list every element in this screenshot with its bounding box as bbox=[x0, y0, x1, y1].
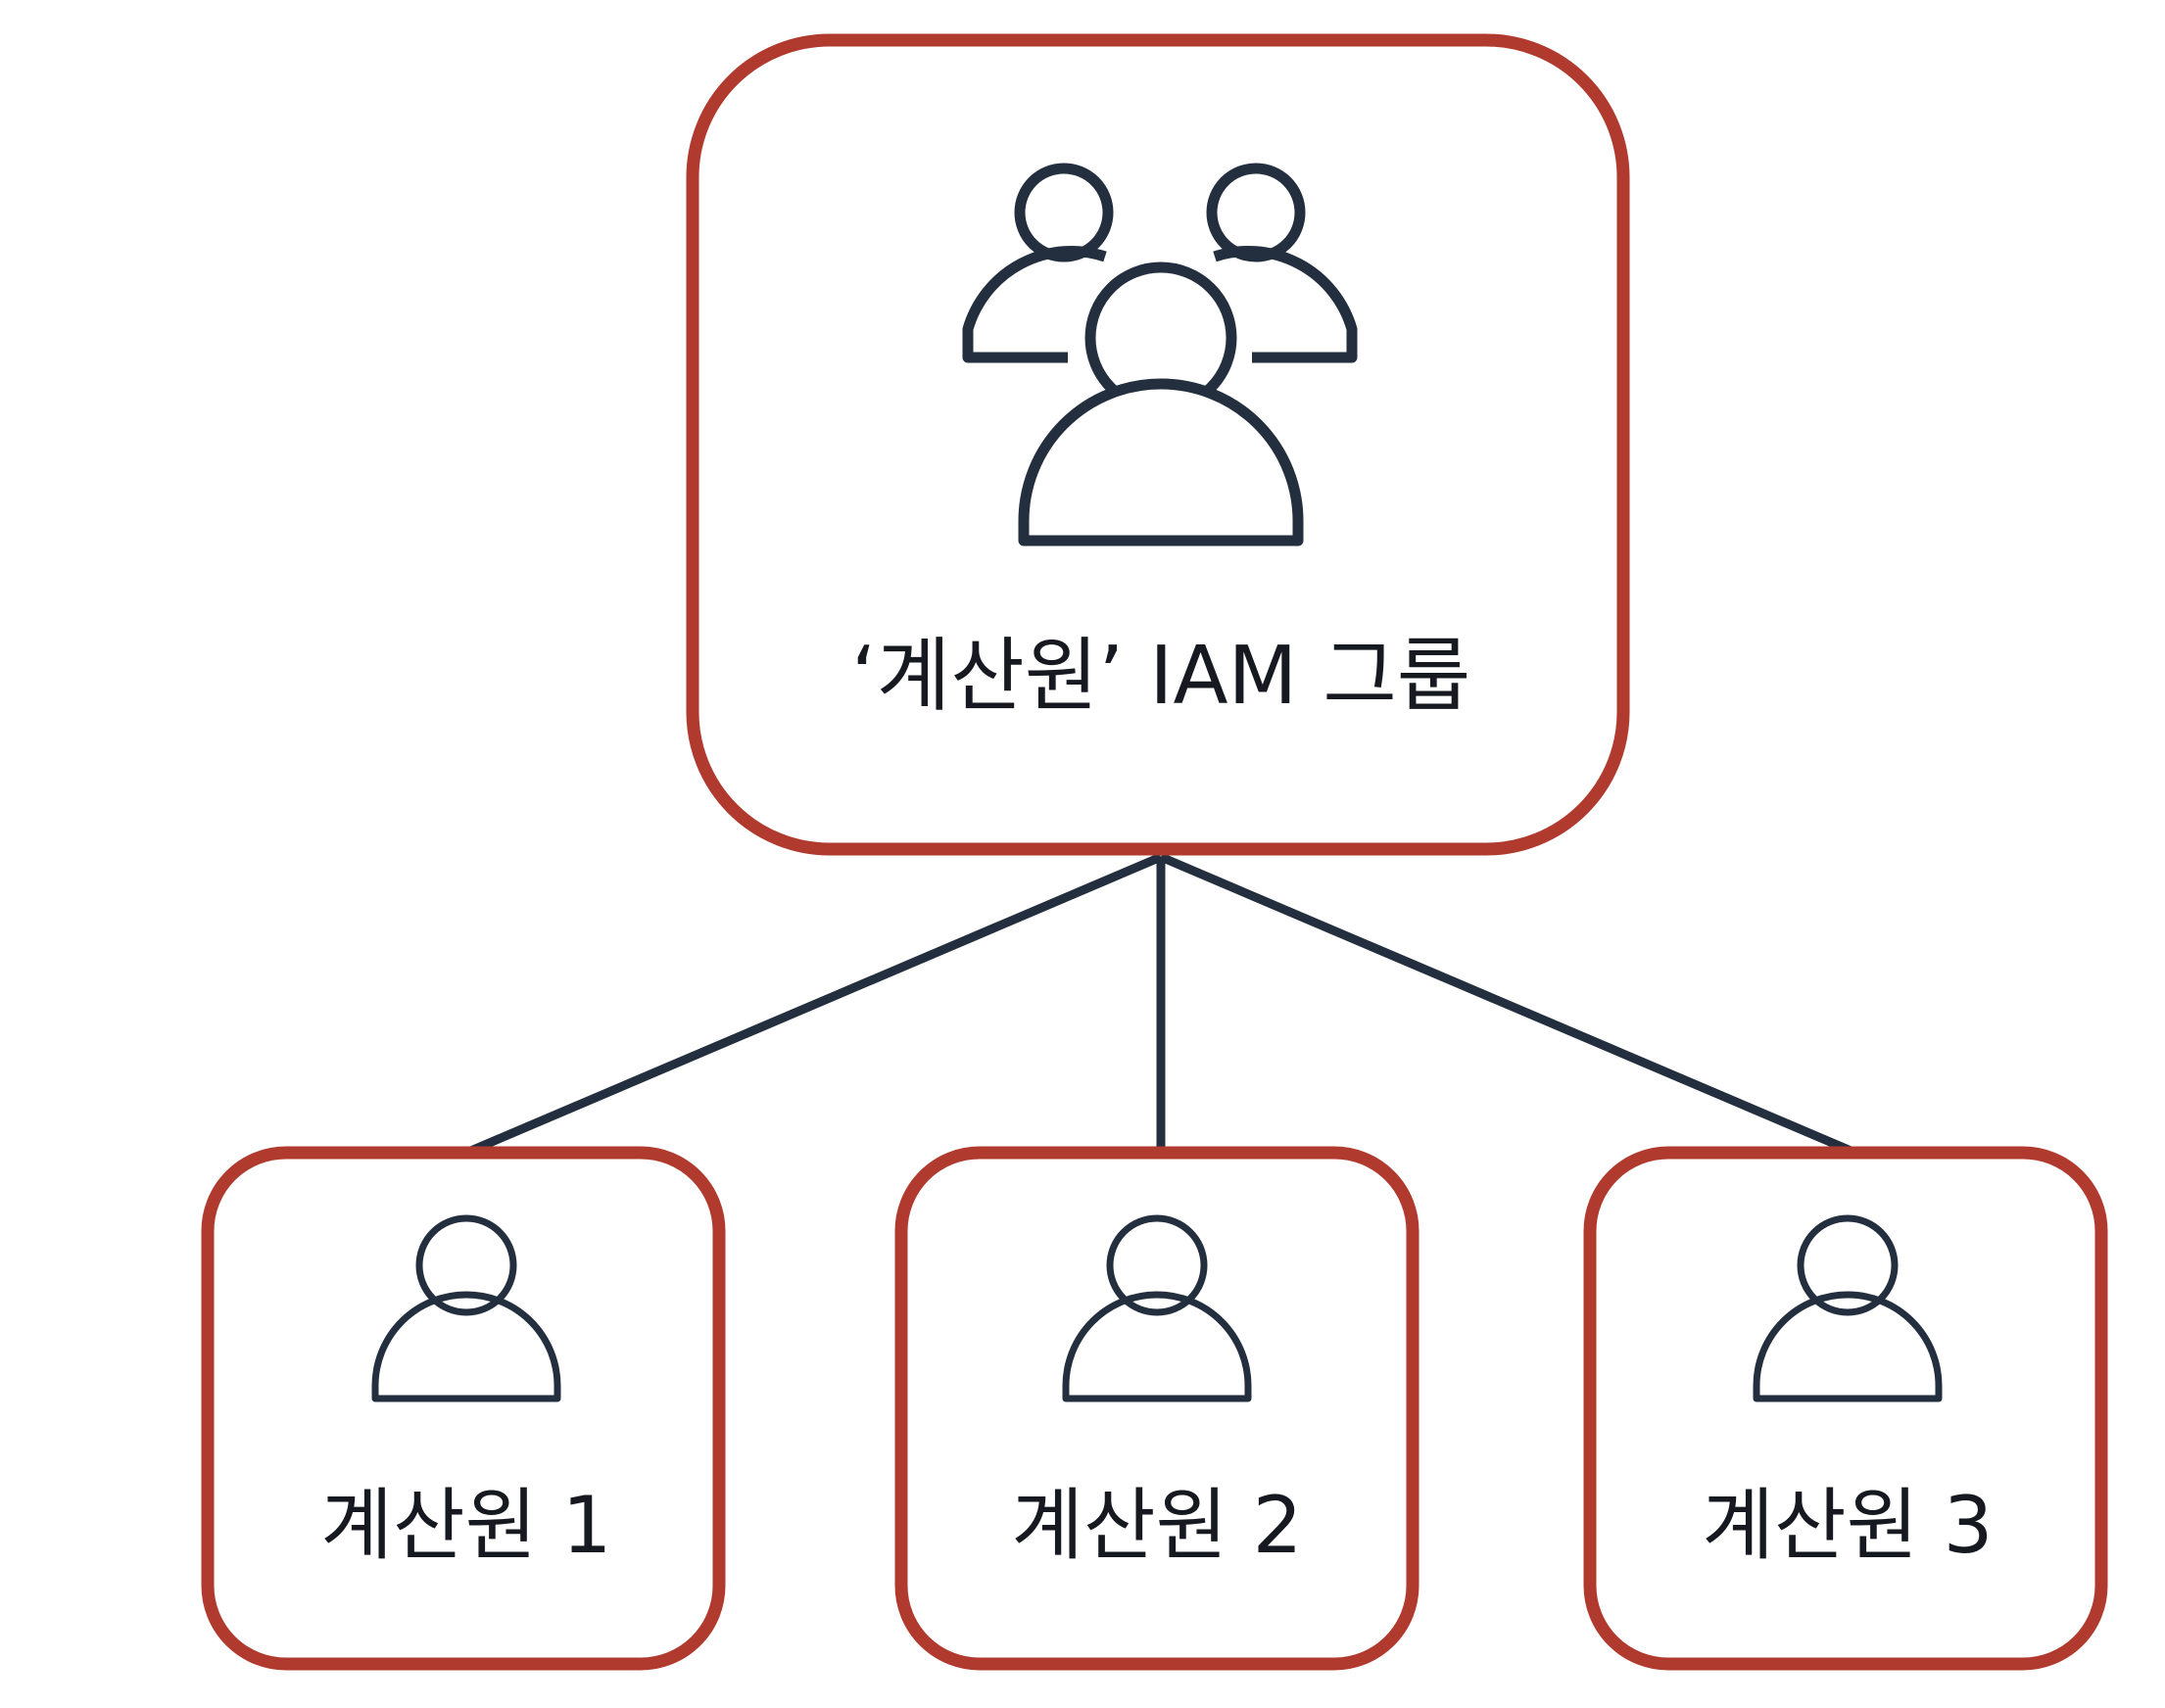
user-icon bbox=[371, 1214, 561, 1402]
member-box-2 bbox=[894, 1146, 1419, 1671]
member-node-2: 계산원 2 bbox=[894, 1146, 1419, 1671]
member-box-3 bbox=[1583, 1146, 2108, 1671]
member-node-1: 계산원 1 bbox=[201, 1146, 726, 1671]
member-label-3: 계산원 3 bbox=[1702, 1480, 1993, 1571]
user-icon bbox=[1062, 1214, 1252, 1402]
connectors bbox=[464, 852, 1857, 1158]
connector-to-member-3 bbox=[1159, 852, 1857, 1158]
member-box-1 bbox=[201, 1146, 726, 1671]
iam-group-node: ‘계산원’ IAM 그룹 bbox=[686, 33, 1630, 856]
member-label-2: 계산원 2 bbox=[1011, 1480, 1302, 1571]
users-group-icon bbox=[962, 163, 1358, 546]
user-icon bbox=[1753, 1214, 1943, 1402]
iam-group-label: ‘계산원’ IAM 그룹 bbox=[851, 630, 1471, 723]
connector-to-member-1 bbox=[464, 852, 1163, 1158]
member-node-3: 계산원 3 bbox=[1583, 1146, 2108, 1671]
member-label-1: 계산원 1 bbox=[320, 1480, 611, 1571]
